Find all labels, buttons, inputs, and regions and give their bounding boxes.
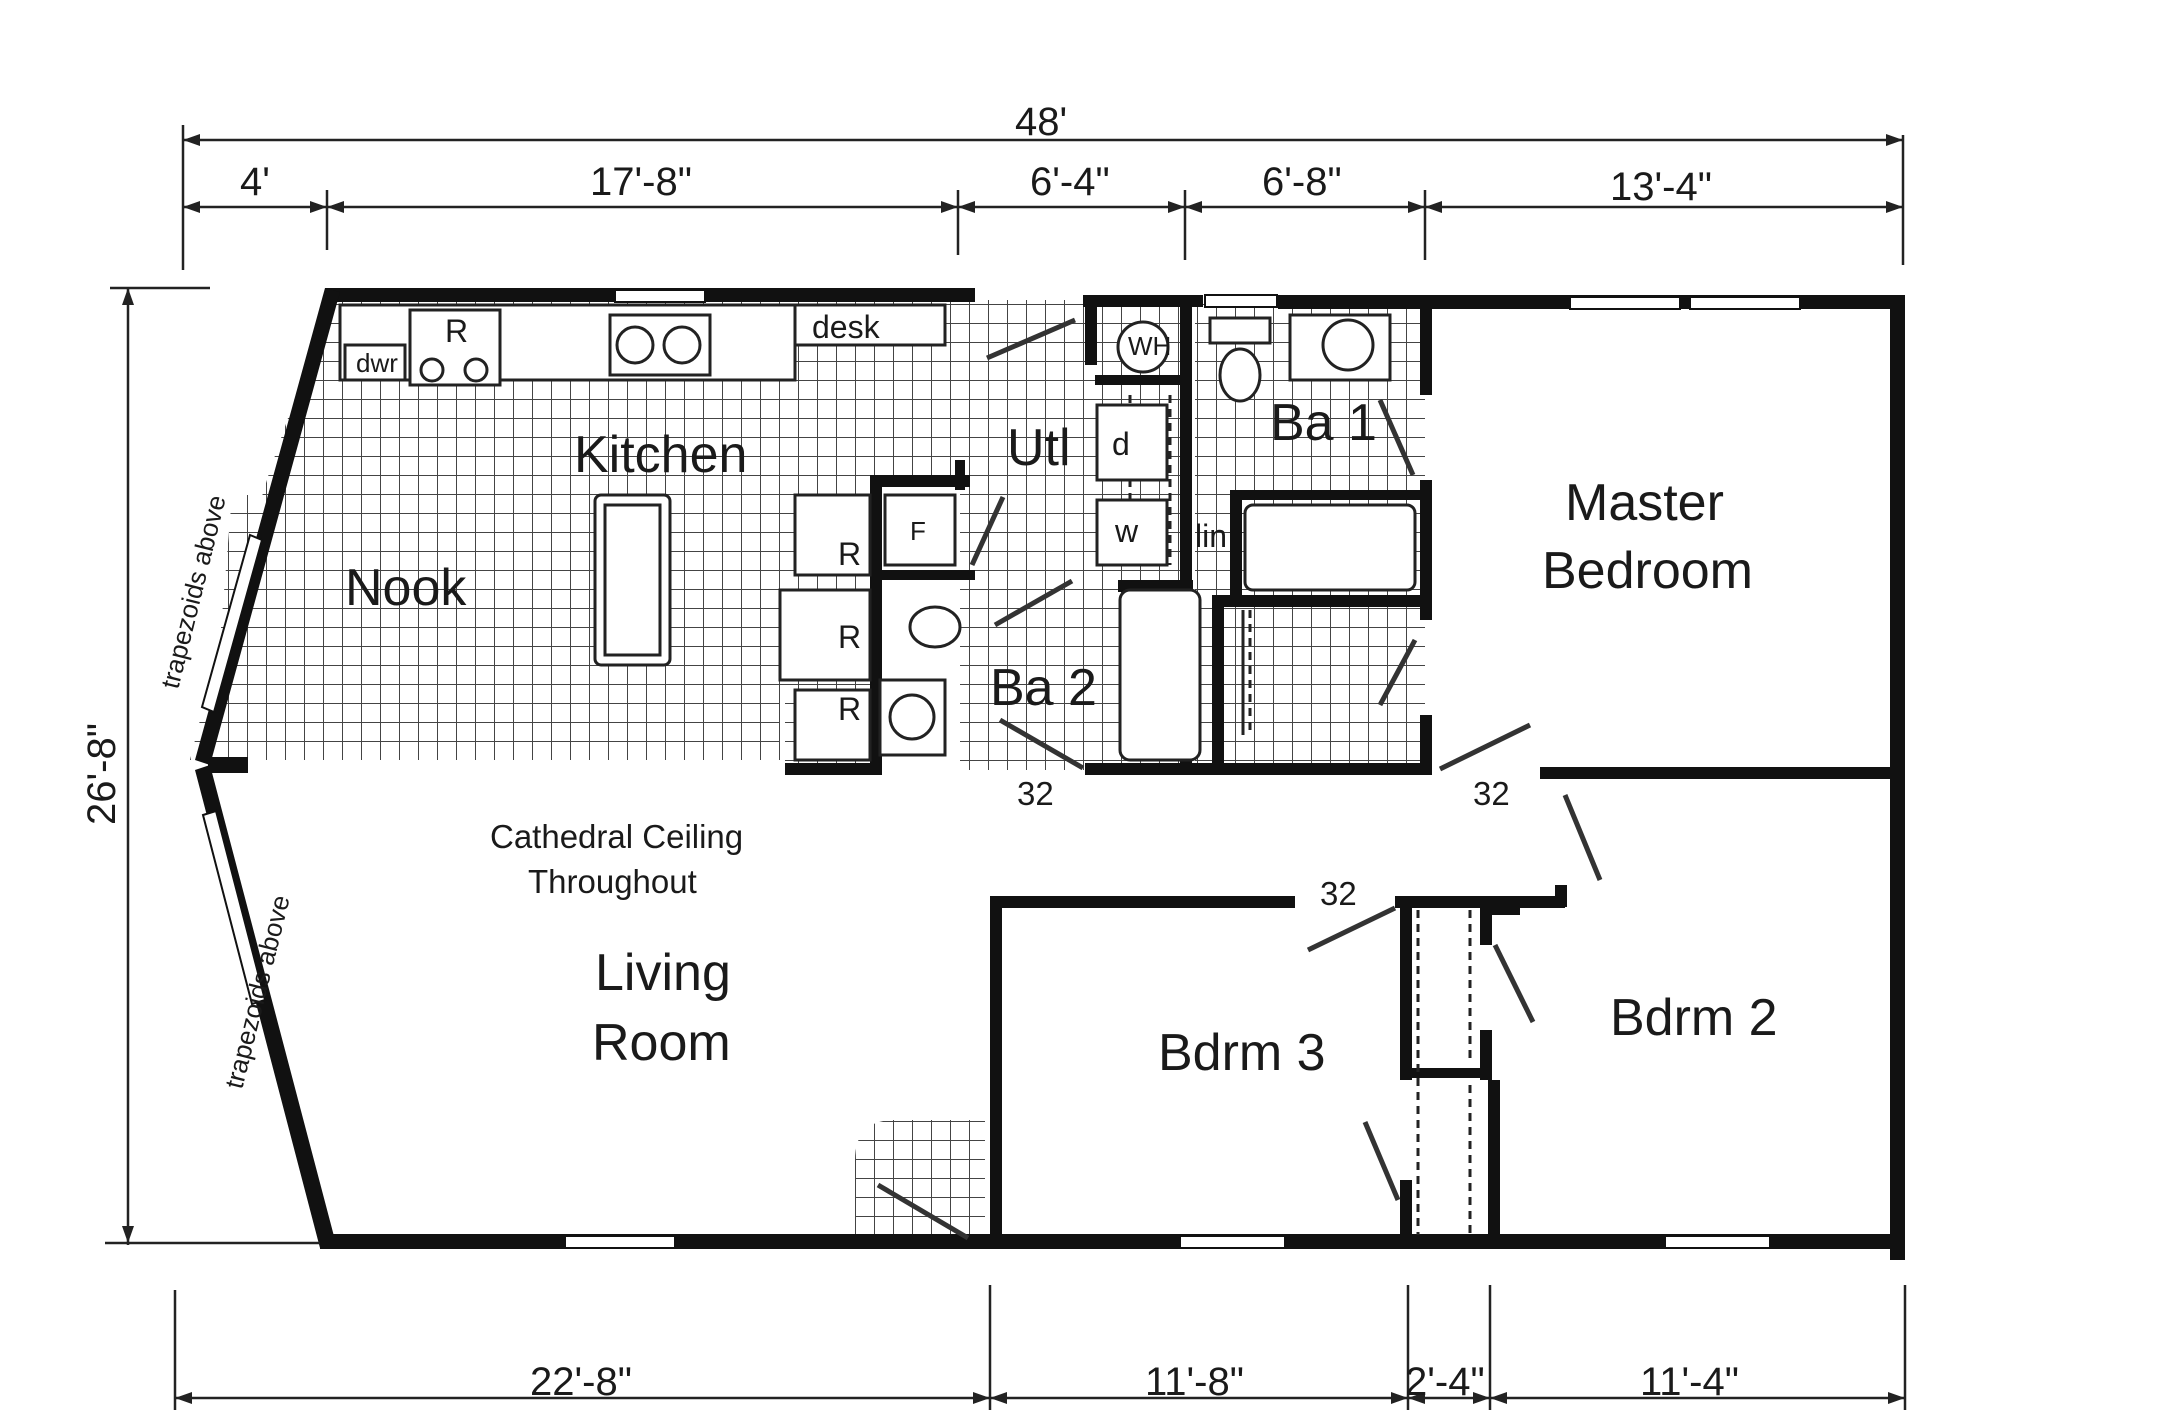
interior-walls <box>785 295 1905 1241</box>
bathtub <box>1118 588 1202 762</box>
window <box>1179 1235 1286 1249</box>
room-bedroom3: Bdrm 3 <box>1158 1024 1326 1082</box>
bottom-segment-4: 11'-4" <box>1640 1360 1739 1404</box>
dimension-labels: 48' 4' 17'-8" 6'-4" 6'-8" 13'-4" 22'-8" … <box>80 100 1739 1404</box>
dimension-lines <box>105 125 1907 1410</box>
door-width-label: 32 <box>1473 775 1510 812</box>
entry-tile <box>855 1120 985 1245</box>
dimension-arrows <box>122 134 1905 1404</box>
room-living-line2: Room <box>592 1014 731 1072</box>
top-segment-3: 6'-4" <box>1030 160 1110 204</box>
door-swing <box>1492 943 1536 1024</box>
room-living-line1: Living <box>595 944 731 1002</box>
window <box>1204 294 1278 308</box>
kitchen-nook-tile <box>190 300 960 770</box>
bay-window <box>200 533 264 714</box>
dryer <box>1095 403 1169 482</box>
washer <box>1095 498 1169 567</box>
room-bedroom2: Bdrm 2 <box>1610 989 1778 1047</box>
bottom-segment-1: 22'-8" <box>530 1360 632 1404</box>
bottom-segment-3: 2'-4" <box>1405 1360 1485 1404</box>
water-heater <box>1116 320 1170 374</box>
doors <box>876 317 1603 1241</box>
room-utility: Utl <box>1007 419 1071 477</box>
door-swing <box>1362 1121 1401 1201</box>
refrigerator-label: R <box>838 619 861 655</box>
dishwasher-label: dwr <box>356 348 398 378</box>
range <box>408 308 502 387</box>
room-bath2: Ba 2 <box>990 659 1097 717</box>
room-master-line2: Bedroom <box>1542 542 1753 600</box>
windows <box>200 289 1801 1249</box>
room-master-line1: Master <box>1565 474 1724 532</box>
linen-label: lin <box>1195 518 1227 554</box>
overall-width: 48' <box>1015 100 1067 144</box>
kitchen-island <box>593 493 672 667</box>
desk <box>793 303 947 347</box>
fixtures: dwr R desk R R R F WH d <box>338 303 1417 762</box>
furnace <box>883 493 957 567</box>
ceiling-note-line2: Throughout <box>528 863 697 900</box>
door-swing <box>1306 905 1397 953</box>
door-swing <box>876 1182 970 1241</box>
door-width-labels: 32 32 32 <box>1017 775 1510 912</box>
window <box>564 1235 676 1249</box>
nook-tile <box>205 495 780 760</box>
door-swing <box>969 495 1006 567</box>
desk-label: desk <box>812 309 881 345</box>
room-bath1: Ba 1 <box>1270 394 1377 452</box>
kitchen-sink <box>608 313 712 377</box>
top-segment-1: 4' <box>240 160 270 204</box>
refrigerator-label: R <box>838 691 861 727</box>
window <box>614 289 706 303</box>
toilet <box>1218 347 1262 403</box>
window <box>1664 1235 1771 1249</box>
door-swing <box>993 578 1074 628</box>
room-kitchen: Kitchen <box>574 426 747 484</box>
dryer-label: d <box>1112 426 1130 462</box>
window <box>1689 296 1801 310</box>
door-swing <box>1377 638 1418 707</box>
ceiling-note-line1: Cathedral Ceiling <box>490 818 743 855</box>
bathtub <box>1243 503 1417 592</box>
door-width-label: 32 <box>1017 775 1054 812</box>
refrigerator <box>793 688 872 762</box>
door-swing <box>986 317 1076 361</box>
door-width-label: 32 <box>1320 875 1357 912</box>
range-label: R <box>445 313 468 349</box>
bay-window <box>201 809 267 1006</box>
door-swing <box>1562 794 1603 881</box>
furnace-label: F <box>910 516 926 546</box>
water-heater-label: WH <box>1128 331 1171 361</box>
refrigerator <box>778 588 872 682</box>
top-segment-2: 17'-8" <box>590 160 692 204</box>
toilet <box>908 605 962 649</box>
bottom-segment-2: 11'-8" <box>1145 1360 1244 1404</box>
window <box>1569 296 1681 310</box>
door-swing <box>998 717 1085 771</box>
refrigerator <box>793 493 872 577</box>
washer-label: w <box>1114 513 1139 549</box>
door-swing <box>1438 722 1532 772</box>
room-labels: Kitchen Nook Utl Ba 1 Ba 2 Master Bedroo… <box>345 394 1778 1082</box>
top-segment-5: 13'-4" <box>1610 165 1712 209</box>
top-segment-4: 6'-8" <box>1262 160 1342 204</box>
refrigerator-label: R <box>838 536 861 572</box>
overall-depth: 26'-8" <box>80 723 124 825</box>
room-nook: Nook <box>345 559 467 617</box>
door-swing <box>1377 398 1416 477</box>
